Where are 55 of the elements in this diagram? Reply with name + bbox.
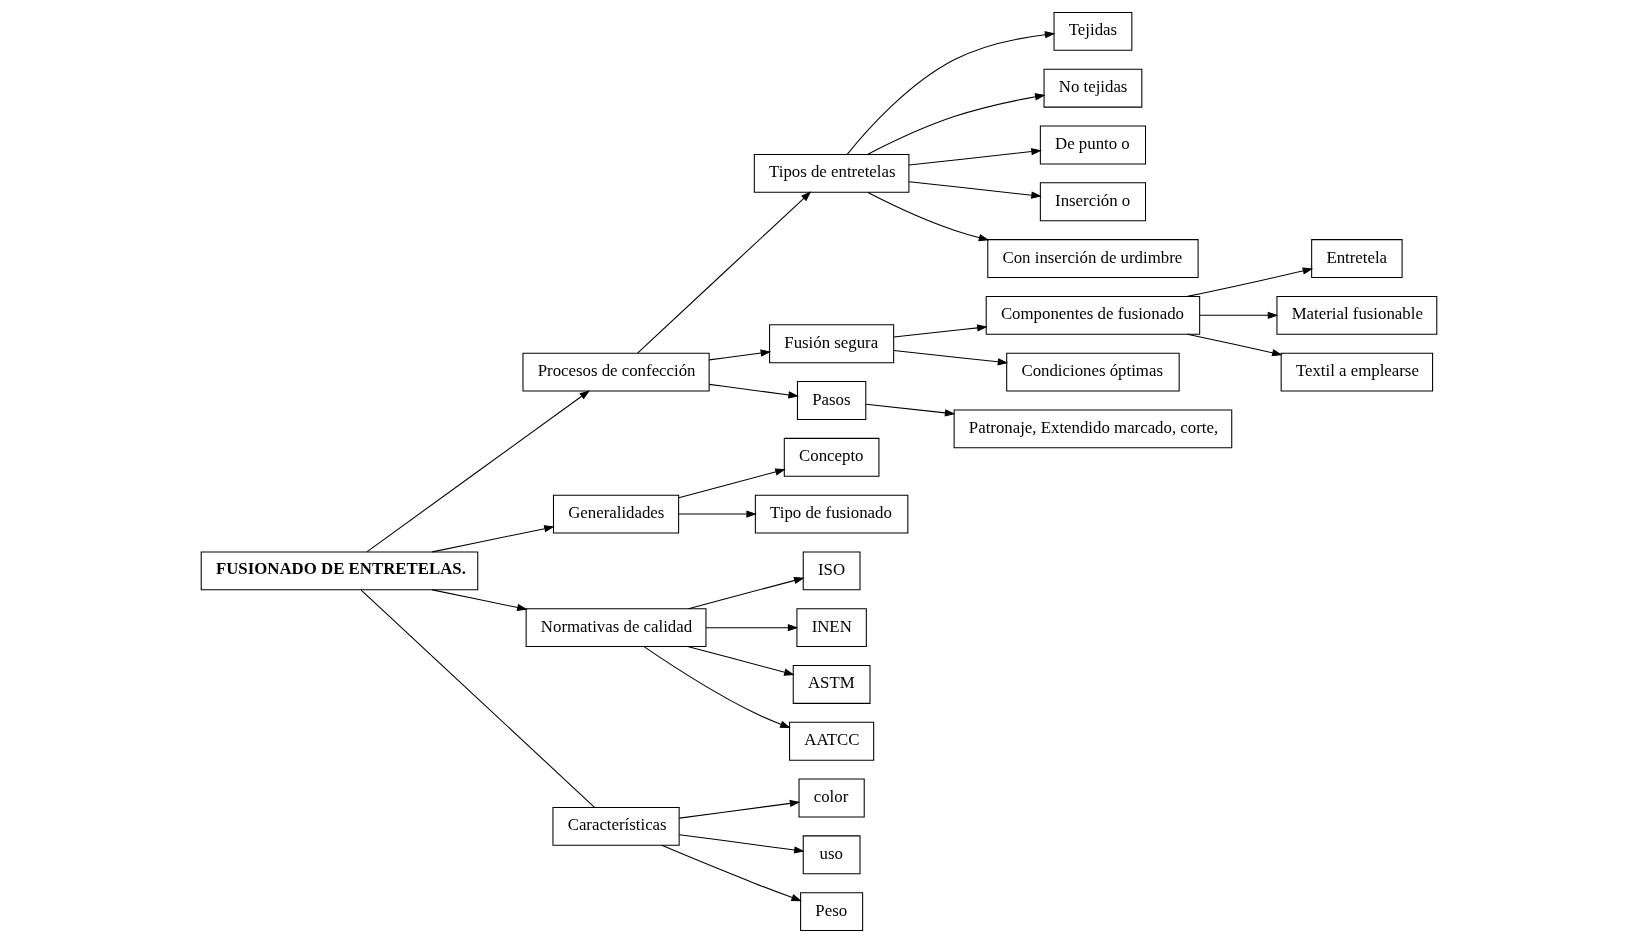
node-box: Normativas de calidad <box>525 608 707 648</box>
node-box: Entretela <box>1311 239 1403 278</box>
node-box: Con inserción de urdimbre <box>987 239 1199 278</box>
arrow <box>1186 267 1314 297</box>
arrow <box>678 799 801 819</box>
node-box: Concepto <box>783 437 880 477</box>
node-box: FUSIONADO DE ENTRETELAS. <box>200 551 479 591</box>
arrow <box>661 844 802 902</box>
arrow <box>678 510 757 518</box>
node-box: Características <box>552 806 680 846</box>
node-box: color <box>798 778 865 818</box>
node-box: Tejidas <box>1053 11 1133 51</box>
node-box: Componentes de fusionado <box>985 295 1201 335</box>
node-box: Patronaje, Extendido marcado, corte, <box>953 409 1233 449</box>
node-box: Tipo de fusionado <box>754 494 909 534</box>
arrow <box>366 390 591 553</box>
arrow <box>708 349 772 361</box>
arrow <box>1186 333 1283 357</box>
arrow <box>705 623 799 632</box>
arrow <box>637 191 812 354</box>
arrow <box>687 576 805 610</box>
arrow <box>867 192 990 242</box>
node-box: Condiciones óptimas <box>1006 352 1180 392</box>
node-box: Material fusionable <box>1276 295 1438 335</box>
node-box: Peso <box>800 892 864 932</box>
node-box: INEN <box>796 608 867 648</box>
arrow <box>867 93 1046 155</box>
arrow <box>678 834 805 854</box>
arrow <box>687 646 795 676</box>
arrow <box>678 468 786 499</box>
node-box: Fusión segura <box>769 324 895 364</box>
node-box: Pasos <box>796 381 867 420</box>
node-box: Inserción o <box>1039 182 1147 222</box>
node-box: Textil a emplearse <box>1280 352 1434 392</box>
arrow <box>893 349 1009 366</box>
node-box: ISO <box>802 551 861 591</box>
node-box: Procesos de confección <box>522 352 710 392</box>
node-box: AATCC <box>789 721 875 761</box>
node-box: De punto o <box>1039 125 1147 165</box>
node-box: Generalidades <box>552 494 680 534</box>
arrow <box>708 383 799 399</box>
arrow <box>431 525 555 553</box>
node-box: No tejidas <box>1043 68 1143 108</box>
arrow <box>1199 311 1279 320</box>
node-box: Tipos de entretelas <box>753 153 910 193</box>
node-box: uso <box>802 835 861 875</box>
arrow <box>643 646 791 729</box>
arrow <box>865 403 956 417</box>
node-box: ASTM <box>792 665 871 704</box>
arrow <box>846 31 1056 155</box>
arrow <box>893 324 988 338</box>
arrow <box>908 181 1042 199</box>
arrow <box>431 589 528 612</box>
arrow <box>908 147 1042 166</box>
connector <box>360 589 596 808</box>
